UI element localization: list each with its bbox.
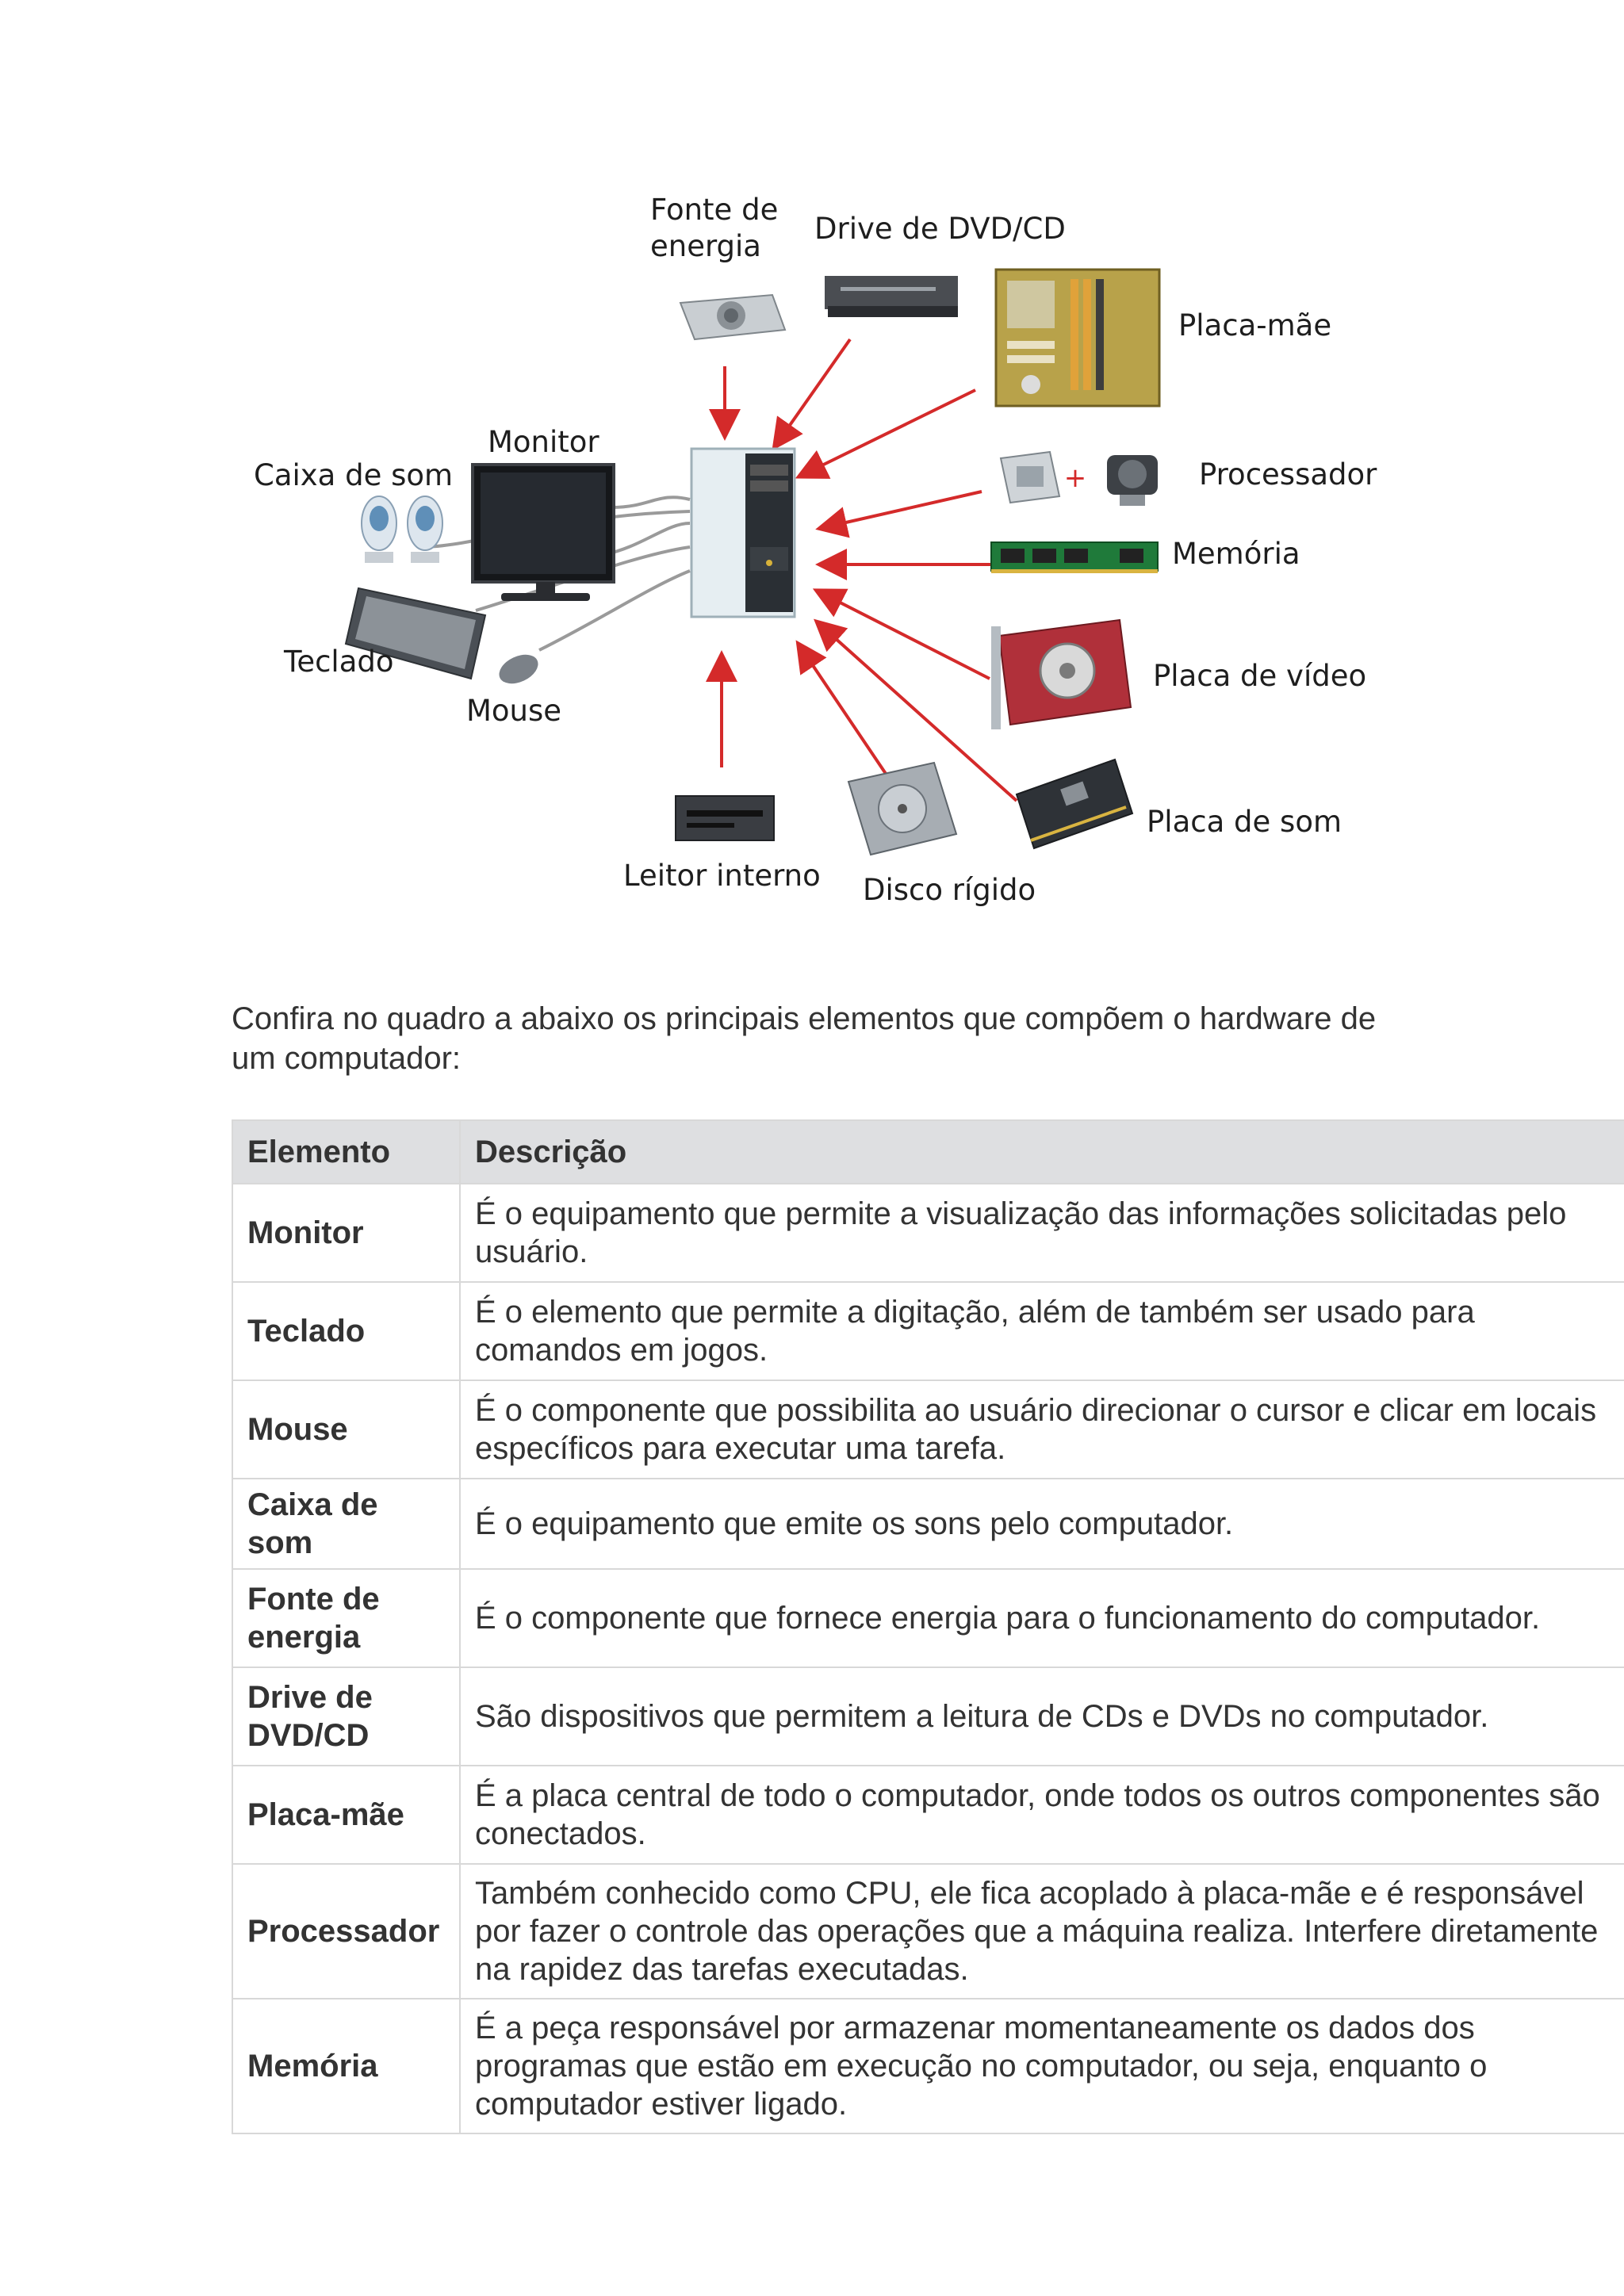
label-teclado: Teclado: [284, 645, 394, 679]
row-element: Mouse: [232, 1380, 461, 1479]
label-leitor-interno: Leitor interno: [623, 859, 821, 893]
video-card-icon: [991, 618, 1132, 729]
label-mouse: Mouse: [466, 694, 562, 728]
table-row: Placa-mãe É a placa central de todo o co…: [232, 1765, 1624, 1865]
row-element: Placa-mãe: [232, 1765, 461, 1865]
power-supply-icon: [679, 293, 787, 341]
row-element: Processador: [232, 1863, 461, 1999]
row-description: Também conhecido como CPU, ele fica acop…: [459, 1863, 1624, 1999]
table-row: Teclado É o elemento que permite a digit…: [232, 1281, 1624, 1381]
hard-disk-icon: [847, 761, 958, 856]
row-description: É o componente que fornece energia para …: [459, 1568, 1624, 1668]
row-element: Teclado: [232, 1281, 461, 1381]
row-description: São dispositivos que permitem a leitura …: [459, 1667, 1624, 1766]
table-row: Monitor É o equipamento que permite a vi…: [232, 1183, 1624, 1283]
row-description: É a peça responsável por armazenar momen…: [459, 1998, 1624, 2134]
memory-icon: [990, 541, 1159, 573]
label-placa-mae: Placa-mãe: [1178, 308, 1332, 342]
label-disco-rigido: Disco rígido: [863, 873, 1036, 907]
label-fonte-de-energia: Fonte de energia: [650, 192, 793, 265]
label-placa-de-som: Placa de som: [1147, 805, 1342, 839]
label-drive-dvd-cd: Drive de DVD/CD: [814, 212, 1066, 246]
row-description: É a placa central de todo o computador, …: [459, 1765, 1624, 1865]
row-element: Memória: [232, 1998, 461, 2134]
sound-card-icon: [1015, 758, 1134, 850]
table-row: Caixa de som É o equipamento que emite o…: [232, 1478, 1624, 1570]
label-processador: Processador: [1199, 457, 1377, 492]
table-row: Processador Também conhecido como CPU, e…: [232, 1863, 1624, 1999]
table-row: Memória É a peça responsável por armazen…: [232, 1998, 1624, 2134]
cooler-icon: [1107, 455, 1158, 506]
svg-text:+: +: [1064, 462, 1087, 494]
row-description: É o elemento que permite a digitação, al…: [459, 1281, 1624, 1381]
table-row: Drive de DVD/CD São dispositivos que per…: [232, 1667, 1624, 1766]
keyboard-icon: [344, 587, 487, 680]
row-element: Fonte de energia: [232, 1568, 461, 1668]
dvd-drive-icon: [825, 276, 958, 317]
label-caixa-de-som: Caixa de som: [254, 458, 454, 492]
speakers-icon: [361, 496, 443, 563]
label-monitor: Monitor: [488, 425, 599, 459]
processor-icon: [999, 450, 1061, 504]
plus-icon: +: [1064, 462, 1087, 494]
pc-tower-icon: [690, 447, 796, 618]
motherboard-icon: [994, 268, 1161, 408]
row-element: Drive de DVD/CD: [232, 1667, 461, 1766]
table-row: Fonte de energia É o componente que forn…: [232, 1568, 1624, 1668]
row-description: É o equipamento que permite a visualizaç…: [459, 1183, 1624, 1283]
intro-paragraph: Confira no quadro a abaixo os principais…: [232, 1001, 1377, 1076]
label-placa-de-video: Placa de vídeo: [1153, 659, 1367, 693]
row-element: Monitor: [232, 1183, 461, 1283]
label-memoria: Memória: [1172, 537, 1300, 571]
row-description: É o componente que possibilita ao usuári…: [459, 1380, 1624, 1479]
arrows: [706, 338, 1018, 802]
header-elemento: Elemento: [232, 1119, 461, 1184]
monitor-icon: [471, 463, 615, 601]
mouse-icon: [499, 654, 538, 684]
label-fonte-text: Fonte de energia: [650, 193, 779, 263]
hardware-table: Elemento Descrição Monitor É o equipamen…: [232, 1119, 1624, 2134]
table-row: Mouse É o componente que possibilita ao …: [232, 1380, 1624, 1479]
table-header-row: Elemento Descrição: [232, 1119, 1624, 1184]
row-element: Caixa de som: [232, 1478, 461, 1570]
card-reader-icon: [675, 795, 775, 841]
hardware-diagram: +: [344, 268, 1161, 856]
row-description: É o equipamento que emite os sons pelo c…: [459, 1478, 1624, 1570]
header-descricao: Descrição: [459, 1119, 1624, 1184]
